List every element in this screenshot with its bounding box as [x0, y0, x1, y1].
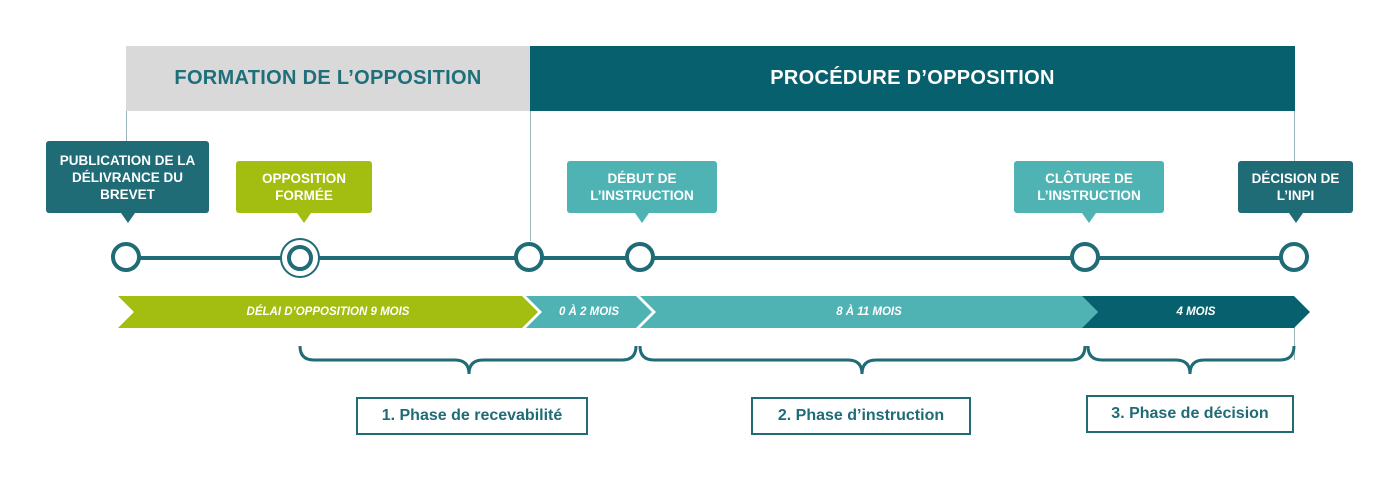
- header-formation-opposition: FORMATION DE L’OPPOSITION: [126, 46, 530, 111]
- label-cloture-text: CLÔTURE DE L’INSTRUCTION: [1037, 171, 1141, 203]
- phase-decision-text: 3. Phase de décision: [1111, 405, 1269, 422]
- phase-recevabilite-text: 1. Phase de recevabilité: [381, 407, 563, 424]
- guide-line-middle: [530, 111, 531, 241]
- header-left-title: FORMATION DE L’OPPOSITION: [174, 67, 482, 89]
- guide-line-right-bottom: [1294, 320, 1295, 360]
- duration-zero-deux-mois: 0 À 2 MOIS: [526, 296, 652, 328]
- guide-line-left: [126, 111, 127, 141]
- phase-recevabilite: 1. Phase de recevabilité: [356, 397, 588, 435]
- phase-decision: 3. Phase de décision: [1086, 395, 1294, 433]
- label-decision-inpi: DÉCISION DE L’INPI: [1238, 161, 1353, 213]
- brace-instruction: [638, 345, 1087, 375]
- label-publication-text: PUBLICATION DE LA DÉLIVRANCE DU BREVET: [59, 152, 196, 202]
- label-opposition-formee: OPPOSITION FORMÉE: [236, 161, 372, 213]
- duration-huit-onze-text: 8 À 11 MOIS: [836, 306, 902, 318]
- duration-delai-text: DÉLAI D’OPPOSITION 9 MOIS: [246, 306, 410, 318]
- label-opposition-text: OPPOSITION FORMÉE: [261, 171, 346, 203]
- timeline-line: [127, 256, 1294, 260]
- node-fin-delai: [514, 242, 544, 272]
- phase-instruction: 2. Phase d’instruction: [751, 397, 971, 435]
- node-publication: [111, 242, 141, 272]
- duration-quatre-mois: 4 MOIS: [1082, 296, 1310, 328]
- label-debut-text: DÉBUT DE L’INSTRUCTION: [590, 171, 694, 203]
- duration-huit-onze-mois: 8 À 11 MOIS: [640, 296, 1098, 328]
- label-publication: PUBLICATION DE LA DÉLIVRANCE DU BREVET: [46, 141, 209, 213]
- guide-line-right: [1294, 111, 1295, 161]
- node-opposition-formee: [280, 238, 320, 278]
- header-right-title: PROCÉDURE D’OPPOSITION: [770, 67, 1055, 89]
- node-debut-instruction: [625, 242, 655, 272]
- duration-delai-opposition: DÉLAI D’OPPOSITION 9 MOIS: [118, 296, 538, 328]
- label-debut-instruction: DÉBUT DE L’INSTRUCTION: [567, 161, 717, 213]
- brace-recevabilite: [298, 345, 638, 375]
- duration-quatre-text: 4 MOIS: [1176, 306, 1216, 318]
- header-procedure-opposition: PROCÉDURE D’OPPOSITION: [530, 46, 1295, 111]
- phase-instruction-text: 2. Phase d’instruction: [777, 407, 945, 424]
- label-decision-text: DÉCISION DE L’INPI: [1251, 171, 1340, 203]
- duration-zero-deux-text: 0 À 2 MOIS: [558, 306, 620, 318]
- label-cloture-instruction: CLÔTURE DE L’INSTRUCTION: [1014, 161, 1164, 213]
- node-decision: [1279, 242, 1309, 272]
- brace-decision: [1086, 345, 1296, 375]
- node-cloture-instruction: [1070, 242, 1100, 272]
